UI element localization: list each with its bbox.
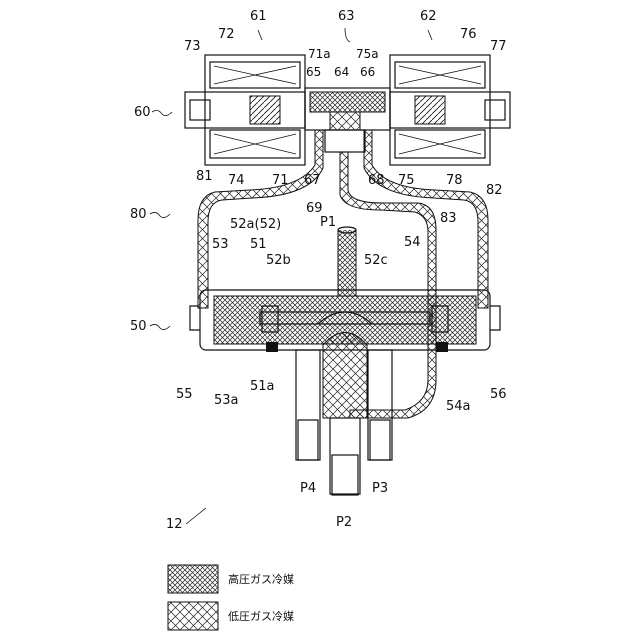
label-P1: P1 <box>320 215 336 230</box>
label-68: 68 <box>368 173 385 188</box>
legend-label-low-pressure: 低圧ガス冷媒 <box>228 610 294 623</box>
label-78: 78 <box>446 173 463 188</box>
label-P2: P2 <box>336 515 352 530</box>
label-52c: 52c <box>364 253 388 268</box>
label-65: 65 <box>306 65 321 79</box>
legend-swatch-low-pressure <box>168 602 218 630</box>
label-67: 67 <box>304 173 321 188</box>
label-71: 71 <box>272 173 289 188</box>
label-71a: 71a <box>308 47 331 61</box>
label-82: 82 <box>486 183 503 198</box>
label-54: 54 <box>404 235 421 250</box>
label-51a: 51a <box>250 379 275 394</box>
label-52a: 52a(52) <box>230 217 281 232</box>
label-52b: 52b <box>266 253 291 268</box>
main-valve <box>190 227 500 418</box>
label-69: 69 <box>306 201 323 216</box>
label-50: 50 <box>130 319 147 334</box>
label-53a: 53a <box>214 393 239 408</box>
label-75a: 75a <box>356 47 379 61</box>
label-53: 53 <box>212 237 229 252</box>
label-81: 81 <box>196 169 213 184</box>
label-72: 72 <box>218 27 235 42</box>
label-54a: 54a <box>446 399 471 414</box>
figure-reference: 12 <box>166 517 183 532</box>
label-74: 74 <box>228 173 245 188</box>
label-56: 56 <box>490 387 507 402</box>
label-P3: P3 <box>372 481 388 496</box>
label-80: 80 <box>130 207 147 222</box>
label-63: 63 <box>338 9 355 24</box>
legend-swatch-high-pressure <box>168 565 218 593</box>
label-83: 83 <box>440 211 457 226</box>
label-P4: P4 <box>300 481 316 496</box>
label-64: 64 <box>334 65 349 79</box>
label-75: 75 <box>398 173 415 188</box>
label-76: 76 <box>460 27 477 42</box>
label-55: 55 <box>176 387 193 402</box>
label-61: 61 <box>250 9 267 24</box>
solenoid-left <box>185 55 305 165</box>
solenoid-right <box>390 55 510 165</box>
label-77: 77 <box>490 39 507 54</box>
label-51: 51 <box>250 237 267 252</box>
label-73: 73 <box>184 39 201 54</box>
legend: 高圧ガス冷媒 低圧ガス冷媒 <box>168 565 294 630</box>
legend-label-high-pressure: 高圧ガス冷媒 <box>228 572 294 586</box>
label-62: 62 <box>420 9 437 24</box>
label-66: 66 <box>360 65 375 79</box>
label-60: 60 <box>134 105 151 120</box>
